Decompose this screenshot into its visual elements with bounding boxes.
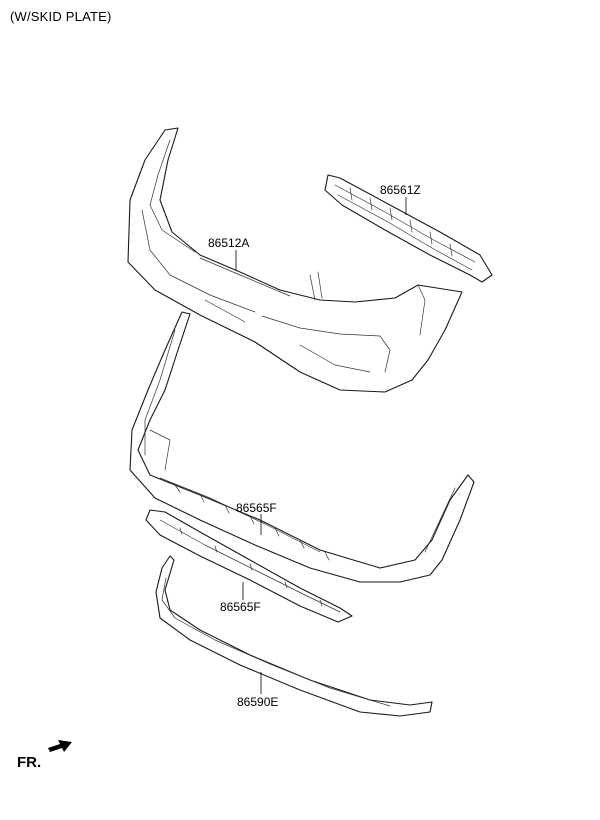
bumper-cover-drawing	[127, 127, 463, 393]
part-label-moulding-strip: 86590E	[237, 695, 278, 709]
front-direction-arrow-icon	[48, 740, 72, 752]
part-label-grille: 86561Z	[380, 183, 421, 197]
part-label-bumper-cover: 86512A	[208, 236, 249, 250]
front-direction-label: FR.	[17, 754, 41, 771]
skid-plate-drawing	[145, 509, 353, 623]
part-label-lower-garnish: 86565F	[236, 501, 277, 515]
part-label-skid-plate: 86565F	[220, 600, 261, 614]
diagram-header: (W/SKID PLATE)	[10, 9, 112, 24]
moulding-strip-drawing	[155, 555, 433, 717]
grille-drawing	[324, 174, 493, 283]
lower-garnish-drawing	[129, 311, 475, 583]
